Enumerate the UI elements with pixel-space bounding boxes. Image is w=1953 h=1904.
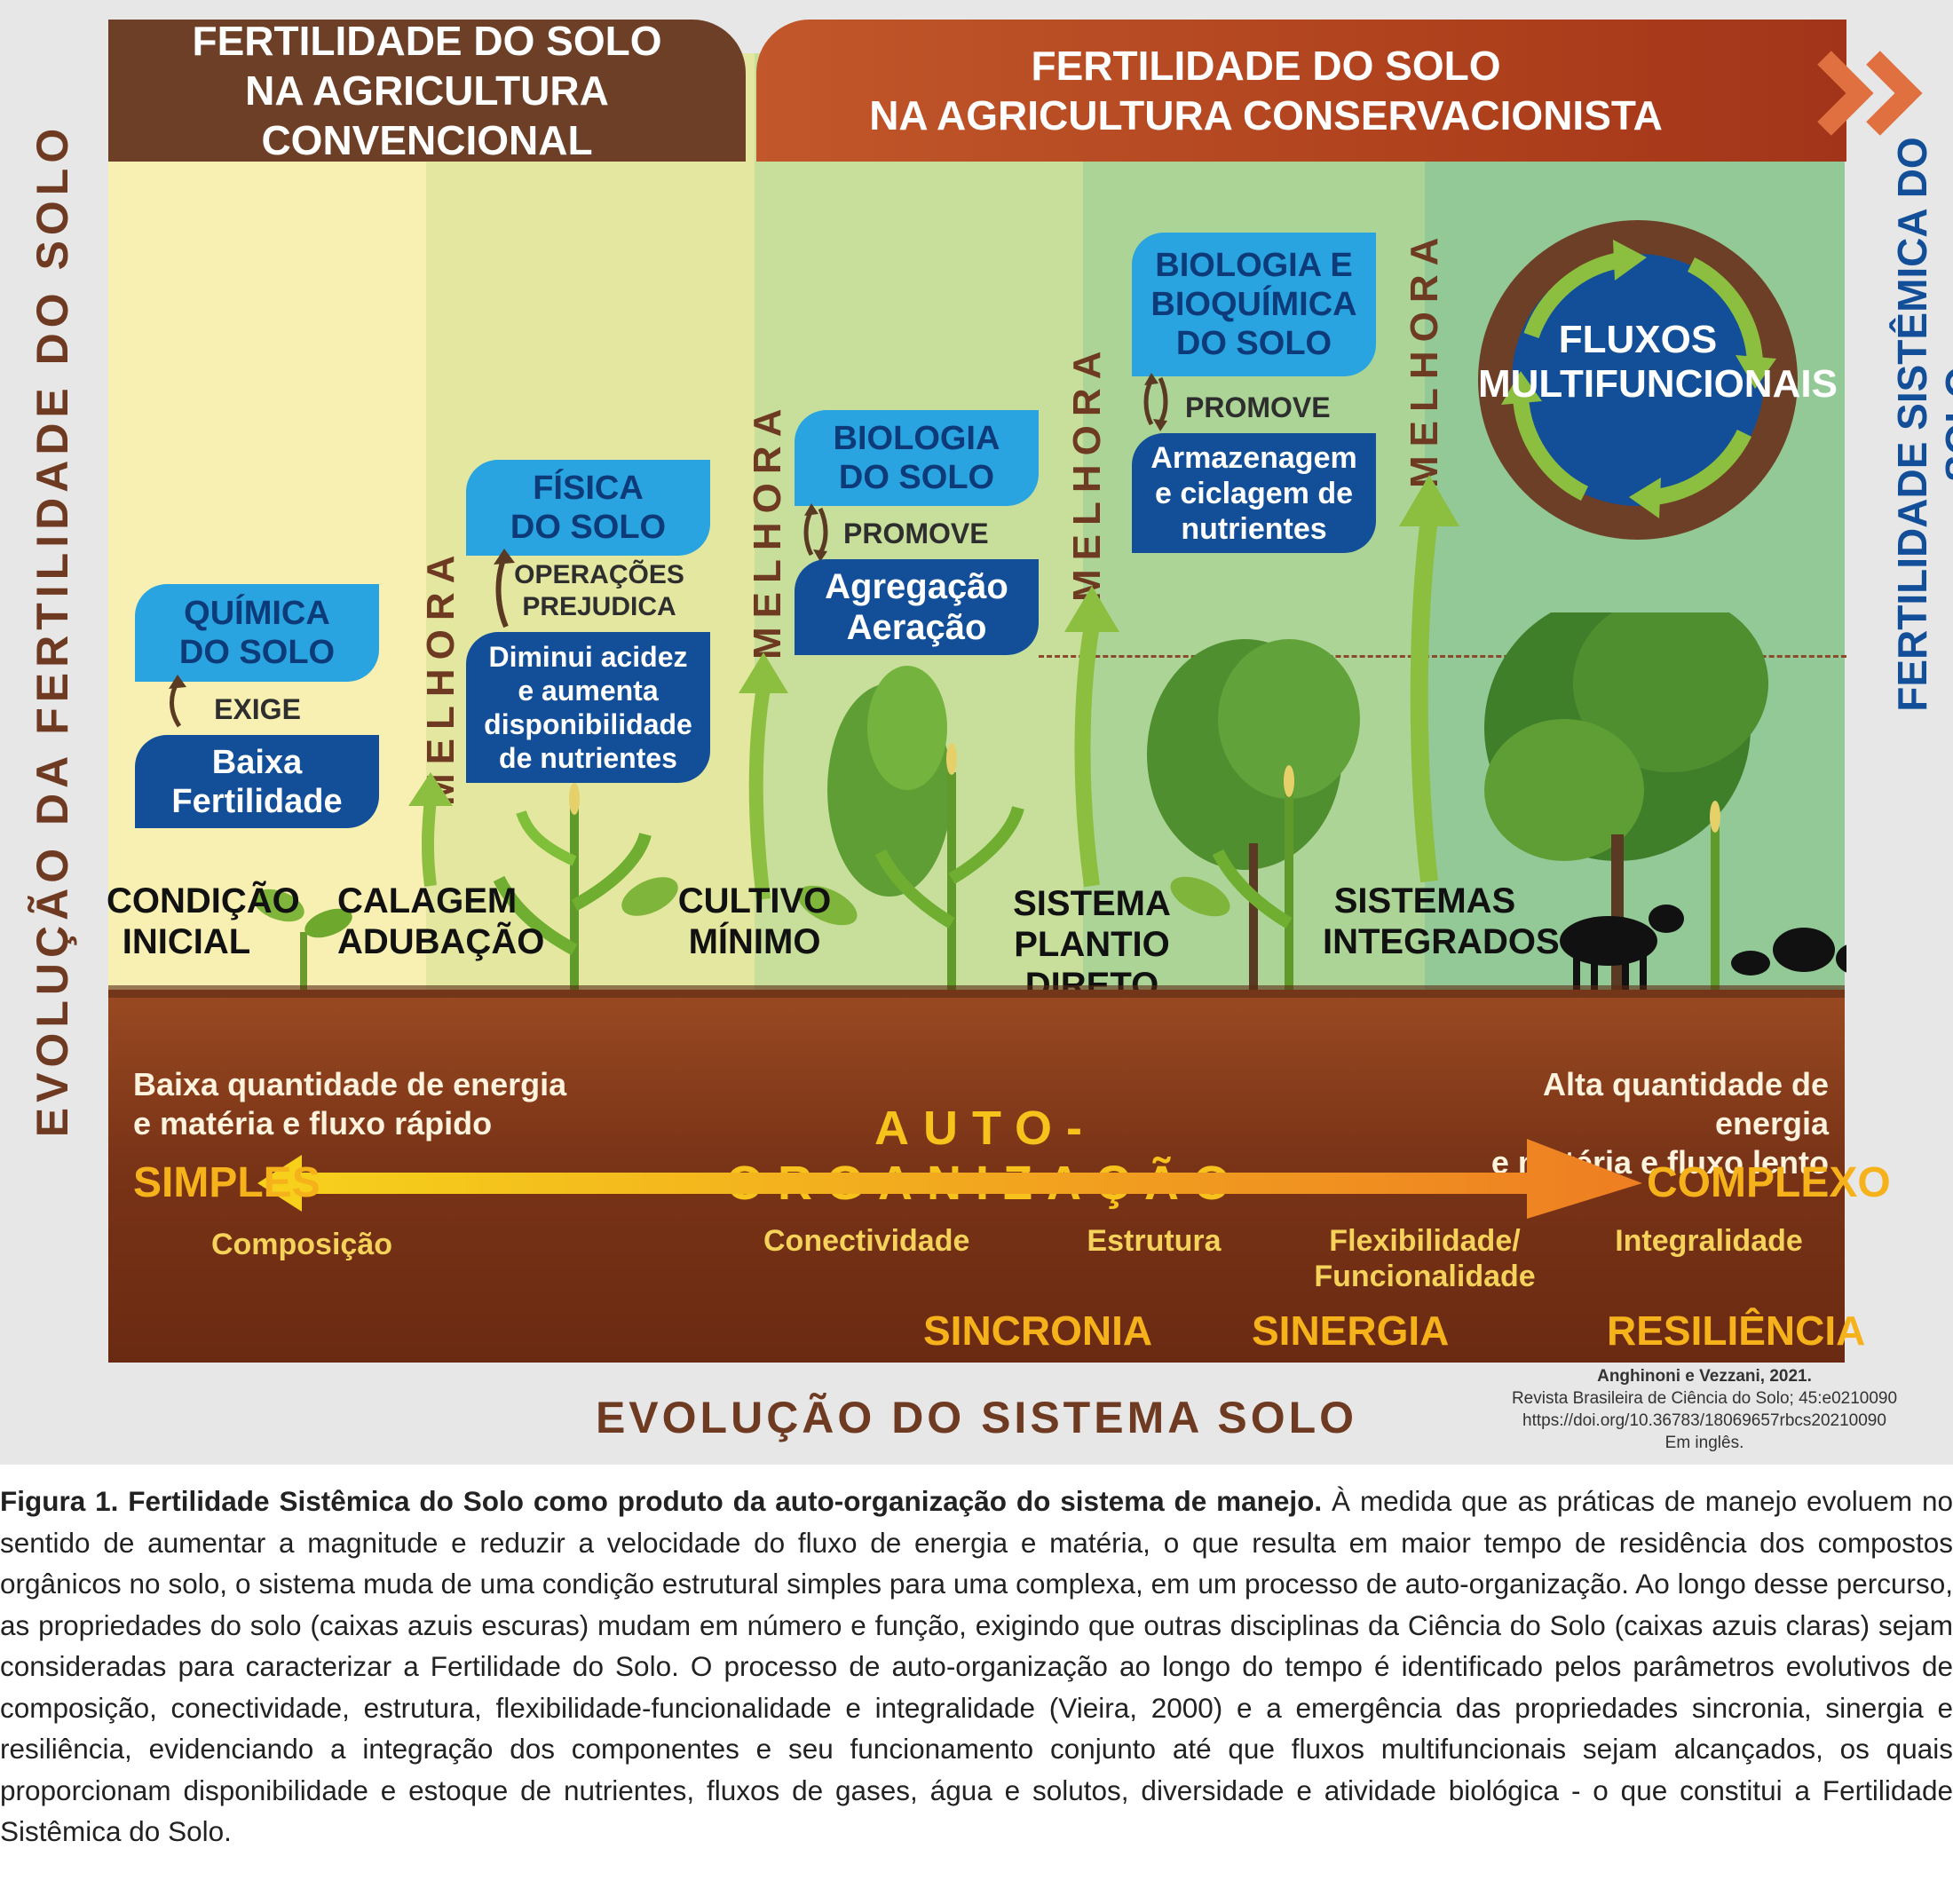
source-citation: Anghinoni e Vezzani, 2021. Revista Brasi… [1511,1367,1898,1452]
green-arrow-icon [408,772,453,887]
param-flexibilidade: Flexibilidade/Funcionalidade [1314,1224,1536,1293]
verb-promove-bioquimica: PROMOVE [1185,391,1331,423]
soybean-corn-plants-icon [797,666,1024,994]
arrow-up-icon [494,549,515,628]
melhora-label-3: MELHORA [1065,342,1109,602]
corn-plant-icon [493,783,678,994]
param-estrutura: Estrutura [1087,1224,1222,1258]
emergent-sinergia: SINERGIA [1252,1308,1450,1354]
melhora-label-4: MELHORA [1403,228,1446,488]
threshold-dashed-line [1039,655,1846,658]
emergent-resiliencia: RESILIÊNCIA [1607,1308,1866,1354]
caption-title: Figura 1. Fertilidade Sistêmica do Solo … [0,1485,1323,1517]
param-conectividade: Conectividade [763,1224,970,1258]
simples-complexo-arrow [257,1139,1642,1219]
bidirectional-arrow-icon [803,503,828,562]
double-chevron-right-icon [1817,51,1923,136]
param-composicao: Composição [210,1228,393,1261]
integrated-trees-icon [1484,612,1768,994]
soil-surface-line [108,985,1845,998]
right-axis-label: FERTILIDADE SISTÊMICA DO SOLO [1889,137,1953,712]
fluxos-cycle-diagram [1478,220,1798,540]
seedling-icon [253,889,352,994]
green-arrow-icon [1064,586,1119,888]
emergent-sincronia: SINCRONIA [923,1308,1153,1354]
verb-exige: EXIGE [214,693,301,725]
header-conservation-line2: NA AGRICULTURA CONSERVACIONISTA [869,92,1663,138]
x-axis-label: EVOLUÇÃO DO SISTEMA SOLO [595,1393,1358,1442]
simples-label: SIMPLES [133,1159,320,1206]
header-conventional-line1: FERTILIDADE DO SOLO [192,18,662,64]
bidirectional-arrow-icon [1143,373,1168,431]
vegetation-illustration [253,612,1846,994]
crop-trees-icon [1147,639,1360,994]
arrow-up-icon [169,675,186,728]
header-conventional-line2: NA AGRICULTURA CONVENCIONAL [245,67,609,163]
figure-caption: Figura 1. Fertilidade Sistêmica do Solo … [0,1481,1953,1853]
y-axis-label: EVOLUÇÃO DA FERTILIDADE DO SOLO [28,122,77,1138]
complexo-label: COMPLEXO [1647,1159,1891,1206]
param-integralidade: Integralidade [1615,1224,1803,1258]
livestock-icon [1560,905,1846,990]
verb-promove-biologia: PROMOVE [843,517,989,549]
caption-text: À medida que as práticas de manejo evolu… [0,1485,1953,1847]
green-arrow-icon [1399,475,1459,883]
green-arrow-icon [739,652,788,900]
header-conservation-line1: FERTILIDADE DO SOLO [1031,43,1501,89]
